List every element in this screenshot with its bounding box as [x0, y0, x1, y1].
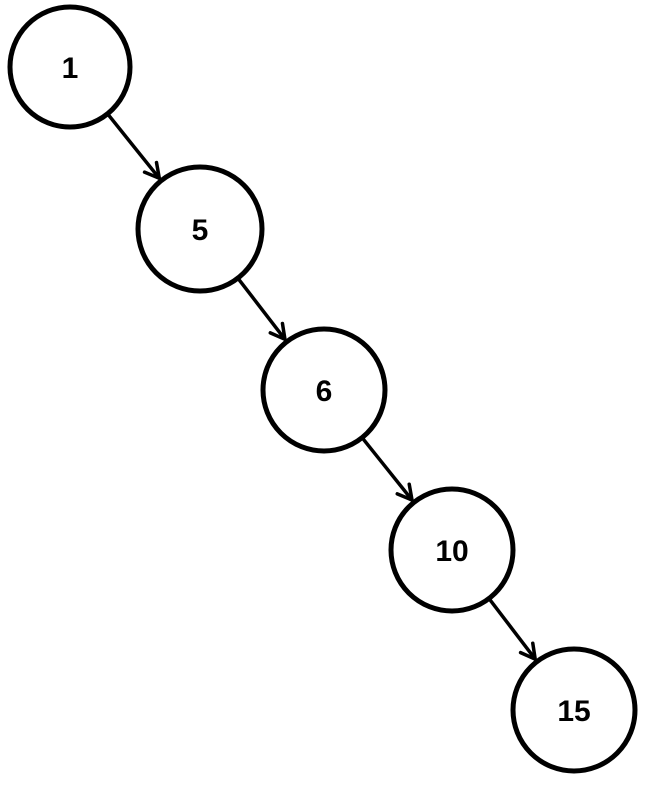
edge-n6-n10 [361, 437, 414, 502]
arrowhead-n5-n6 [268, 321, 287, 342]
arrowhead-n6-n10 [395, 482, 414, 502]
node-6-label: 6 [316, 375, 333, 408]
nodes-layer: 1 5 6 10 15 [7, 4, 638, 774]
node-10: 10 [388, 486, 516, 614]
node-1-circle [7, 4, 133, 130]
node-10-label: 10 [435, 535, 468, 568]
node-1-label: 1 [62, 52, 79, 85]
node-15-label: 15 [557, 695, 590, 728]
edge-n1-n5 [106, 113, 161, 180]
node-5: 5 [135, 164, 265, 294]
edge-n5-n6 [237, 277, 287, 341]
node-6: 6 [260, 326, 388, 454]
node-15-circle [510, 646, 638, 774]
edge-n10-n15 [488, 598, 537, 661]
arrowhead-n1-n5 [142, 160, 162, 181]
node-10-circle [388, 486, 516, 614]
node-5-label: 5 [192, 214, 209, 247]
node-1: 1 [7, 4, 133, 130]
node-6-circle [260, 326, 388, 454]
edges-layer [106, 113, 537, 661]
node-5-circle [135, 164, 265, 294]
node-15: 15 [510, 646, 638, 774]
arrowhead-n10-n15 [518, 641, 537, 661]
